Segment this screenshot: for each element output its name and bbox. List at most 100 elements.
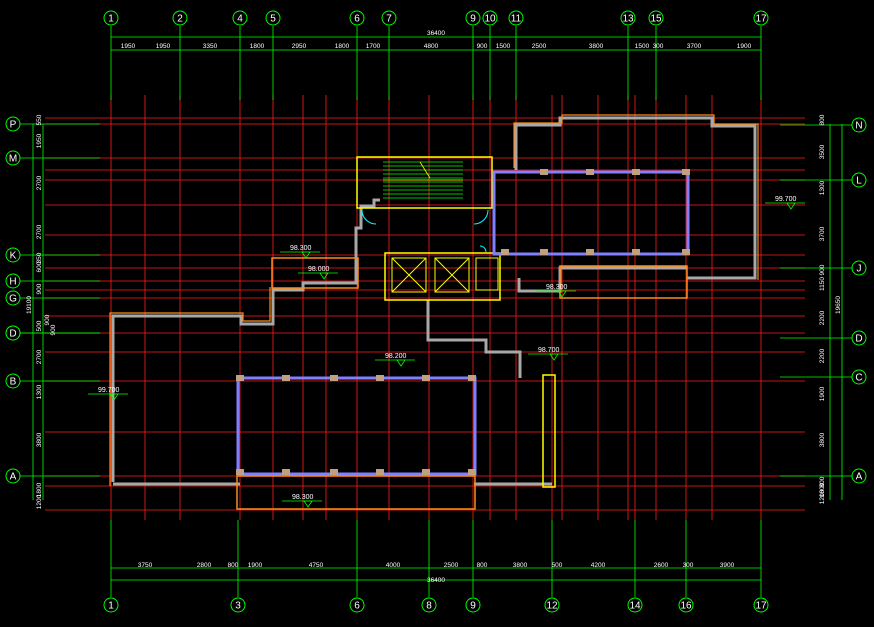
elevation-text: 98.300	[292, 494, 314, 501]
dimension-text: 1900	[819, 386, 826, 401]
dimension-text: 1700	[366, 43, 381, 50]
dimension-text: 1800	[36, 482, 43, 497]
dimension-text: 800	[477, 562, 488, 569]
dimension-text: 2700	[36, 175, 43, 190]
dimension-text: 3900	[720, 562, 735, 569]
elevation-text: 98.200	[385, 353, 407, 360]
axis-label: J	[857, 264, 862, 275]
window-mullion	[468, 375, 476, 381]
elevation-text: 98.000	[308, 266, 330, 273]
axis-bubble: 3	[230, 597, 246, 613]
axis-bubble: 15	[648, 10, 664, 26]
axis-label: A	[856, 472, 863, 483]
dimension-text: 800	[819, 476, 826, 487]
dimension-text: 1900	[737, 43, 752, 50]
exterior-wall	[111, 198, 380, 482]
elevation-marker: 98.300	[536, 284, 576, 298]
axis-label: 6	[354, 601, 360, 612]
dimension-text: 2500	[444, 562, 459, 569]
dimension-text: 3800	[819, 432, 826, 447]
dimension-text: 600	[36, 261, 43, 272]
dimension-text: 4200	[591, 562, 606, 569]
window-mullion	[682, 249, 690, 255]
elevation-marker: 98.200	[375, 353, 415, 367]
exterior-wall	[514, 116, 757, 280]
axis-label: 17	[755, 601, 767, 612]
dimension-text: 2950	[292, 43, 307, 50]
slab-edge	[109, 287, 271, 486]
elevation-marker: 98.000	[298, 266, 338, 280]
stair-treads	[383, 161, 463, 199]
axis-label: D	[855, 334, 862, 345]
balcony-mid	[271, 257, 359, 289]
dimension-text: 1950	[121, 43, 136, 50]
axis-bubble: A	[5, 468, 21, 484]
dimension-text: 3750	[138, 562, 153, 569]
dimension-text: 2200	[819, 310, 826, 325]
axis-bubble: 9	[465, 597, 481, 613]
dimension-text: 1300	[36, 384, 43, 399]
dimension-text: 4750	[309, 562, 324, 569]
elevator-cars	[391, 257, 499, 293]
window-mullion	[586, 249, 594, 255]
dimension-text: 900	[44, 314, 51, 325]
dimension-text: 350	[36, 252, 43, 263]
axis-bubble: 16	[678, 597, 694, 613]
axis-bubble: G	[5, 290, 21, 306]
window-mullion	[540, 249, 548, 255]
dimension-text: 900	[50, 324, 57, 335]
axis-bubble: L	[851, 172, 867, 188]
axis-label: 1	[108, 14, 114, 25]
axis-label: 8	[426, 601, 432, 612]
exterior-wall	[426, 300, 522, 378]
axis-label: 5	[270, 14, 276, 25]
axis-bubble: 2	[172, 10, 188, 26]
window-mullion	[236, 469, 244, 475]
dimension-text: 1800	[335, 43, 350, 50]
axis-bubble: 10	[482, 10, 498, 26]
elevation-text: 99.700	[98, 387, 120, 394]
dimension-text: 3700	[687, 43, 702, 50]
axis-bubble: 4	[232, 10, 248, 26]
dimension-text: 3800	[589, 43, 604, 50]
axis-bubble: C	[851, 369, 867, 385]
axis-bubble: 5	[265, 10, 281, 26]
dimension-total: 36400	[427, 30, 445, 37]
axis-bubble: B	[5, 373, 21, 389]
axis-bubble: 1	[103, 597, 119, 613]
axis-label: M	[9, 154, 17, 165]
dimension-total: 36400	[427, 577, 445, 584]
axis-label: D	[9, 329, 16, 340]
dimension-text: 3800	[513, 562, 528, 569]
axis-bubble: 7	[381, 10, 397, 26]
dimension-text: 300	[683, 562, 694, 569]
axis-bubble: M	[5, 150, 21, 166]
window-mullion	[330, 469, 338, 475]
slab-edge	[513, 114, 759, 280]
balcony-bottom	[236, 475, 476, 510]
axis-bubble: 8	[421, 597, 437, 613]
elevation-text: 98.700	[538, 347, 560, 354]
dimension-text: 550	[36, 114, 43, 125]
door-arc	[479, 245, 487, 253]
axis-label: B	[10, 377, 17, 388]
axis-bubble: 6	[349, 10, 365, 26]
dimension-text: 3350	[203, 43, 218, 50]
dimension-text: 1500	[496, 43, 511, 50]
axis-label: P	[10, 120, 17, 131]
axis-bubble: H	[5, 273, 21, 289]
window-mullion	[632, 249, 640, 255]
axis-label: 17	[755, 14, 767, 25]
axis-label: L	[856, 176, 862, 187]
door-arc	[473, 209, 489, 225]
dimension-text: 1950	[156, 43, 171, 50]
dimension-text: 4000	[386, 562, 401, 569]
window-mullion	[330, 375, 338, 381]
side-wing	[542, 374, 556, 488]
axis-label: N	[855, 121, 862, 132]
axis-label: 2	[177, 14, 183, 25]
dimension-text: 2700	[36, 224, 43, 239]
axis-bubble: 14	[627, 597, 643, 613]
balcony-right	[559, 265, 688, 299]
dimension-text: 1900	[248, 562, 263, 569]
